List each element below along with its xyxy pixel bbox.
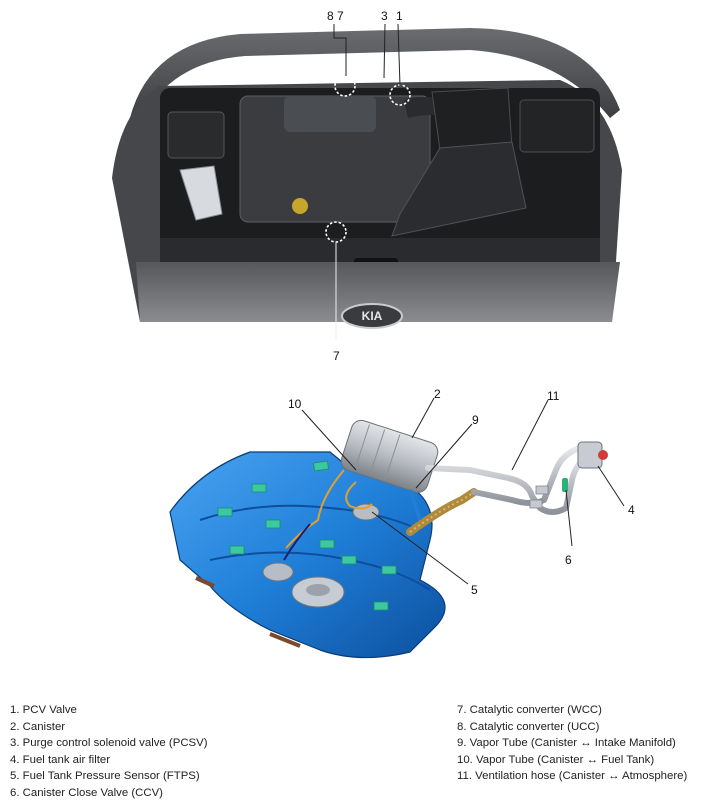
callout-8-7: 8 7 (327, 9, 344, 23)
fuel-pump-module (262, 562, 294, 582)
legend-left-column: 1. PCV Valve 2. Canister 3. Purge contro… (10, 702, 208, 802)
legend-item: 3. Purge control solenoid valve (PCSV) (10, 737, 208, 750)
legend-item: 8. Catalytic converter (UCC) (457, 720, 600, 733)
legend-item: 6. Canister Close Valve (CCV) (10, 786, 163, 799)
callout-3: 3 (381, 9, 388, 23)
pad (217, 507, 233, 517)
canister-rib (369, 429, 386, 476)
leader-6 (565, 489, 573, 547)
engine-cover (284, 96, 376, 132)
vapor-tube-intake (345, 481, 373, 510)
air-filter-box (431, 87, 513, 151)
canister-rib (354, 424, 370, 471)
legend-item: 2. Canister (10, 720, 66, 733)
callout-11: 11 (547, 389, 560, 403)
legend-right-column: 7. Catalytic converter (WCC) 8. Catalyti… (457, 702, 687, 785)
highlight-wcc-top (334, 75, 356, 97)
leader-1 (397, 23, 401, 87)
tank-strap-left (195, 576, 215, 588)
legend-item: 5. Fuel Tank Pressure Sensor (FTPS) (10, 770, 200, 783)
kia-badge-text: KIA (362, 309, 383, 323)
vapor-tube-tank-dark (283, 523, 311, 561)
pad (229, 545, 245, 555)
bracket (535, 485, 549, 495)
legend-item: 1. PCV Valve (10, 704, 77, 716)
legend-item: 9. Vapor Tube (Canister ↔ Intake Manifol… (457, 737, 676, 750)
callout-2: 2 (434, 387, 441, 401)
fuel-sender-cap (306, 584, 330, 596)
leader-4 (597, 465, 625, 507)
bracket (529, 499, 543, 509)
leader-5 (371, 511, 469, 585)
pad (313, 460, 329, 472)
filter-cap (598, 450, 608, 460)
callout-9: 9 (472, 413, 479, 427)
canister (340, 419, 439, 493)
engine-bay-photo: KIA (112, 23, 622, 340)
tank-pads (217, 460, 397, 611)
vapor-tube-tank (285, 469, 345, 549)
coolant-reservoir (179, 165, 223, 221)
relay-box (519, 99, 595, 153)
callout-1: 1 (396, 9, 403, 23)
callout-7-bottom: 7 (333, 349, 340, 363)
leader-10 (301, 409, 357, 471)
pad (319, 539, 335, 549)
pad (251, 483, 267, 493)
front-bumper (136, 262, 620, 322)
oil-cap (292, 198, 308, 214)
leader-11 (511, 399, 549, 471)
fuse-box (167, 111, 225, 159)
legend-item: 11. Ventilation hose (Canister ↔ Atmosph… (457, 770, 688, 783)
tank-rib (199, 504, 421, 531)
pad (381, 565, 397, 575)
legend-item: 4. Fuel tank air filter (10, 753, 111, 766)
legend-item: 10. Vapor Tube (Canister ↔ Fuel Tank) (457, 753, 655, 766)
leader-3 (383, 23, 386, 79)
tank-strap-bottom (269, 632, 301, 648)
canister-rib (384, 434, 401, 481)
filler-neck-hi (409, 491, 475, 533)
canister-bracket (408, 489, 422, 521)
kia-badge (341, 303, 403, 329)
ccv-valve (562, 478, 568, 492)
pad (373, 601, 389, 611)
callout-4: 4 (628, 503, 635, 517)
legend-item: 7. Catalytic converter (WCC) (457, 704, 602, 716)
callout-10: 10 (288, 397, 302, 411)
open-hood (130, 28, 620, 120)
air-duct (391, 141, 527, 237)
ftps-sensor (352, 503, 380, 521)
leader-2 (411, 397, 435, 439)
callout-5: 5 (471, 583, 478, 597)
pad (265, 519, 281, 529)
filler-pipe (471, 445, 583, 506)
fuel-tank-diagram (169, 397, 625, 659)
pad (341, 555, 357, 565)
leader-9 (415, 423, 473, 489)
leader-8-7 (333, 24, 347, 76)
ventilation-hose (425, 453, 593, 515)
callout-6: 6 (565, 553, 572, 567)
